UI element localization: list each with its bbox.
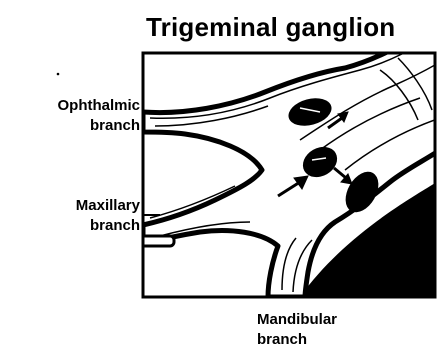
speck-mark (57, 73, 60, 76)
illustration-body (140, 20, 438, 297)
maxillary-inlet (140, 236, 174, 246)
